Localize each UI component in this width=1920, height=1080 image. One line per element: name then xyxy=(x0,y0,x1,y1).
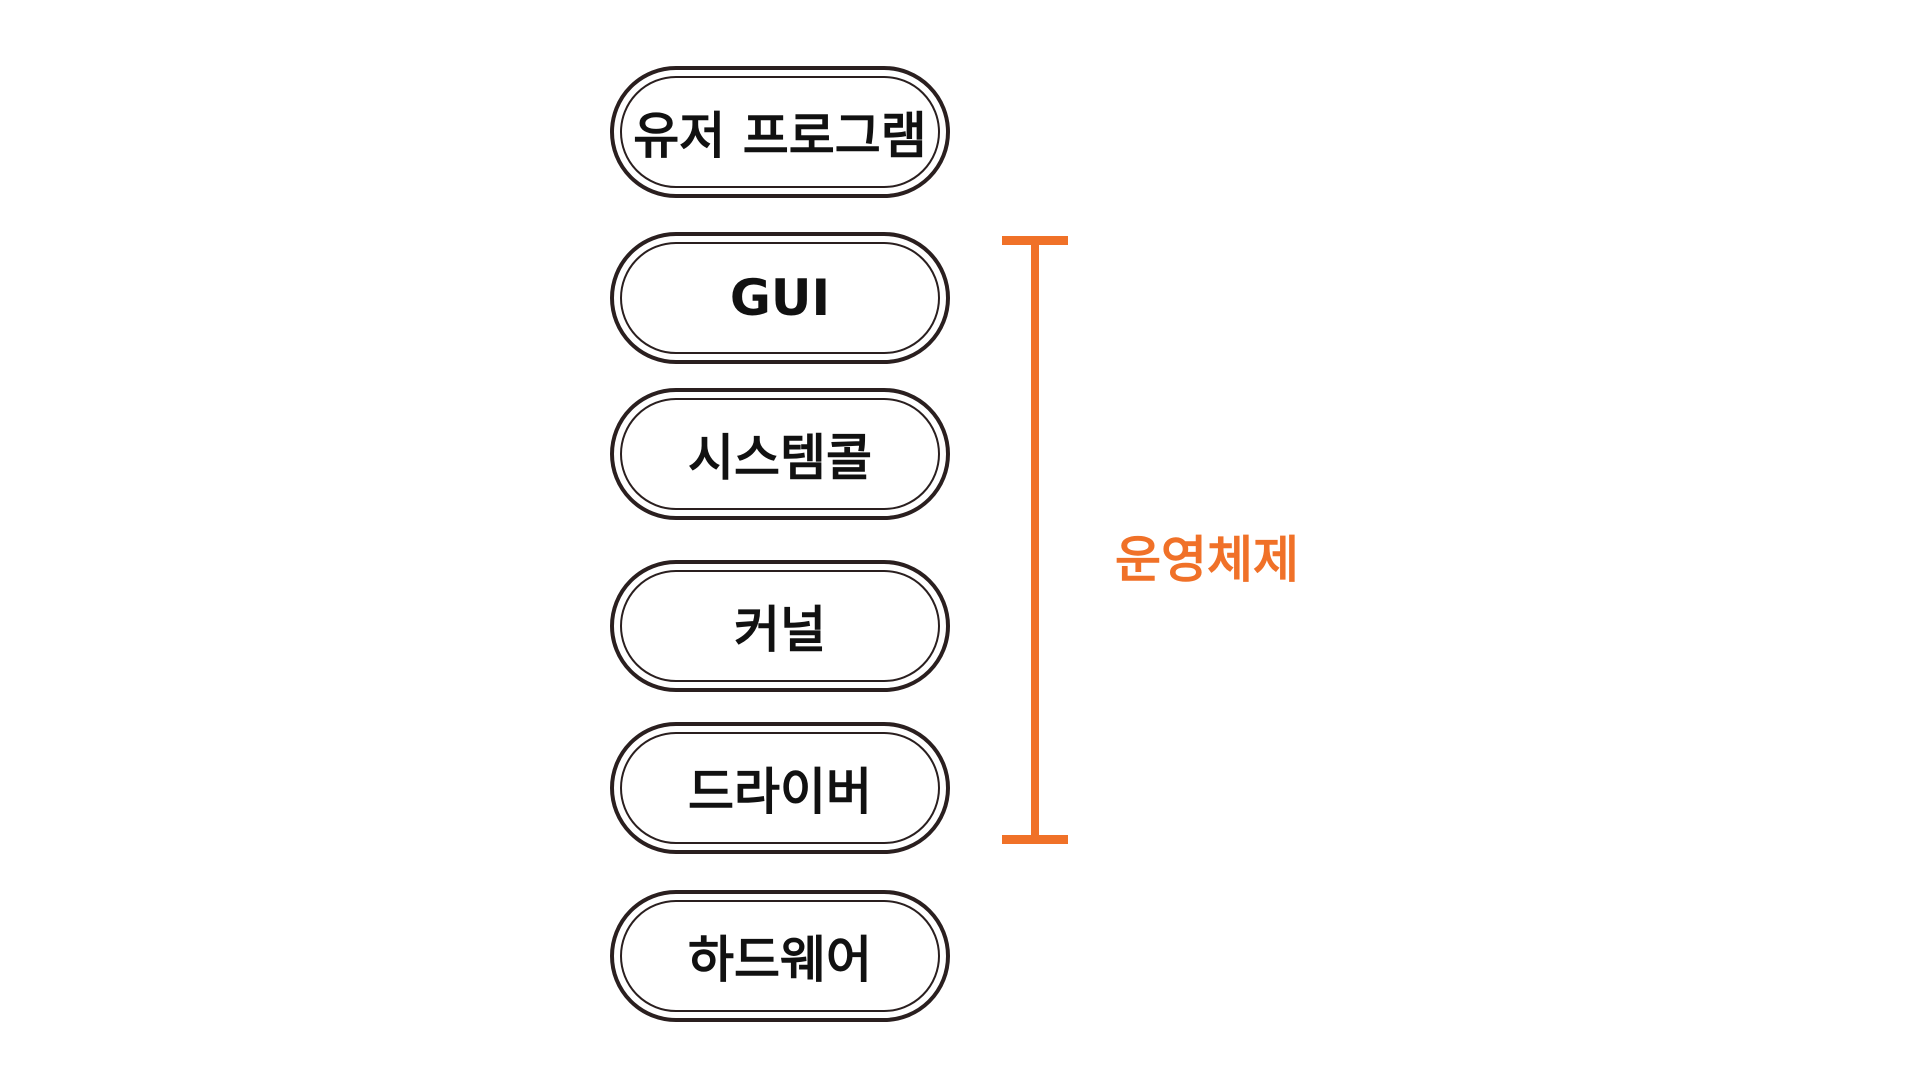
os-bracket xyxy=(1002,236,1068,844)
layer-system-call: 시스템콜 xyxy=(610,388,950,520)
layer-label-driver: 드라이버 xyxy=(688,763,872,821)
os-bracket-bottom-cap xyxy=(1002,835,1068,844)
os-bracket-stem xyxy=(1031,236,1039,844)
layer-label-system-call: 시스템콜 xyxy=(688,429,872,487)
layer-label-gui: GUI xyxy=(729,269,831,327)
layer-kernel: 커널 xyxy=(610,560,950,692)
layer-label-hardware: 하드웨어 xyxy=(688,931,872,989)
layer-driver: 드라이버 xyxy=(610,722,950,854)
layer-gui: GUI xyxy=(610,232,950,364)
layer-label-kernel: 커널 xyxy=(734,601,826,659)
layer-user-program: 유저 프로그램 xyxy=(610,66,950,198)
layer-hardware: 하드웨어 xyxy=(610,890,950,1022)
layer-label-user-program: 유저 프로그램 xyxy=(633,107,927,165)
os-label: 운영체제 xyxy=(1115,531,1299,589)
